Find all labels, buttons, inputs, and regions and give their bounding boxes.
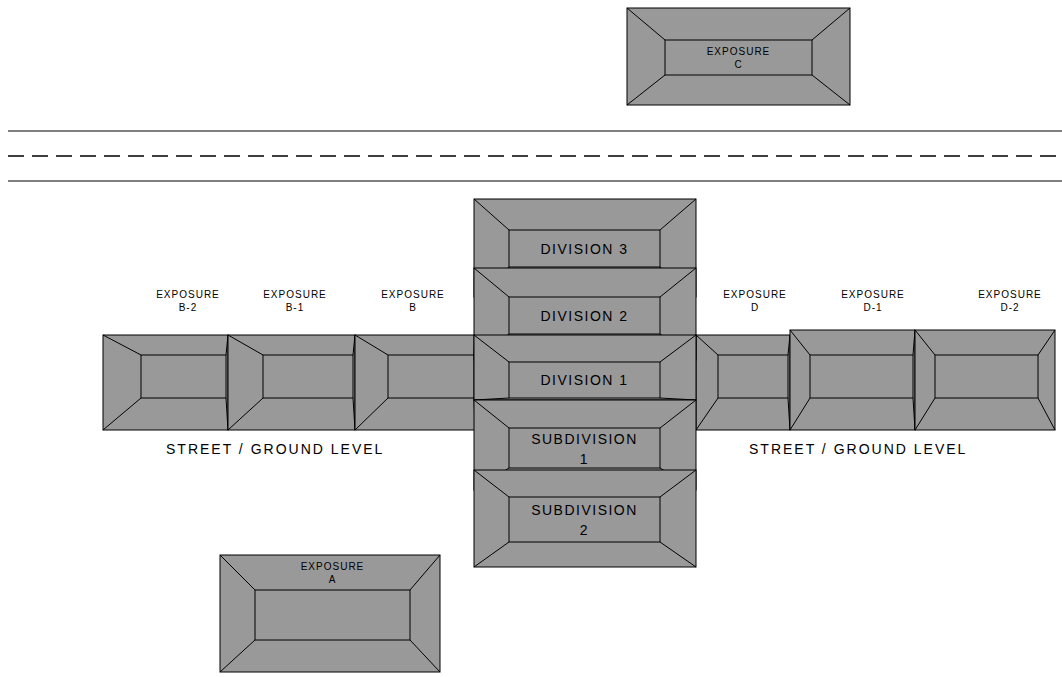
division-box: DIVISION 1 xyxy=(509,362,660,398)
node-label: DIVISION 1 xyxy=(540,369,628,391)
building-box xyxy=(355,335,475,430)
building-box xyxy=(228,335,355,430)
building-box xyxy=(220,555,440,672)
division-box: DIVISION 2 xyxy=(509,297,660,334)
node-label: EXPOSURE D xyxy=(723,288,787,314)
node-label: EXPOSURE D-2 xyxy=(978,288,1042,314)
node-label: EXPOSURE C xyxy=(707,45,771,71)
building-box xyxy=(696,335,790,430)
street-edge xyxy=(8,181,1062,182)
building-box xyxy=(103,335,228,430)
node-label: DIVISION 3 xyxy=(540,238,628,260)
division-box: DIVISION 3 xyxy=(509,230,660,267)
exposure-label: EXPOSURE D-2 xyxy=(970,288,1050,320)
building-box xyxy=(627,8,850,105)
subdivision-box: SUBDIVISION 1 xyxy=(509,428,660,470)
street-label: STREET / GROUND LEVEL xyxy=(749,441,967,457)
node-label: EXPOSURE D-1 xyxy=(841,288,905,314)
exposure-label: EXPOSURE D xyxy=(715,288,795,320)
exposure-box: EXPOSURE C xyxy=(665,40,812,75)
floor-box xyxy=(474,335,696,400)
node-label: SUBDIVISION 2 xyxy=(531,500,638,540)
exposure-box: EXPOSURE A xyxy=(255,557,410,589)
node-label: SUBDIVISION 1 xyxy=(531,429,638,469)
node-label: EXPOSURE A xyxy=(301,560,365,586)
center-line xyxy=(8,155,1062,157)
exposure-label: EXPOSURE B-1 xyxy=(255,288,335,320)
exposure-label: EXPOSURE D-1 xyxy=(833,288,913,320)
exposure-label: EXPOSURE B-2 xyxy=(148,288,228,320)
subdivision-box: SUBDIVISION 2 xyxy=(509,497,660,542)
node-label: EXPOSURE B-1 xyxy=(263,288,327,314)
node-label: DIVISION 2 xyxy=(540,305,628,327)
building-box xyxy=(790,330,915,430)
node-label: EXPOSURE B-2 xyxy=(156,288,220,314)
street-edge xyxy=(8,131,1062,132)
exposure-label: EXPOSURE B xyxy=(373,288,453,320)
node-label: EXPOSURE B xyxy=(381,288,445,314)
floor-box xyxy=(474,470,696,567)
building-box xyxy=(915,330,1055,430)
street-label: STREET / GROUND LEVEL xyxy=(166,441,384,457)
